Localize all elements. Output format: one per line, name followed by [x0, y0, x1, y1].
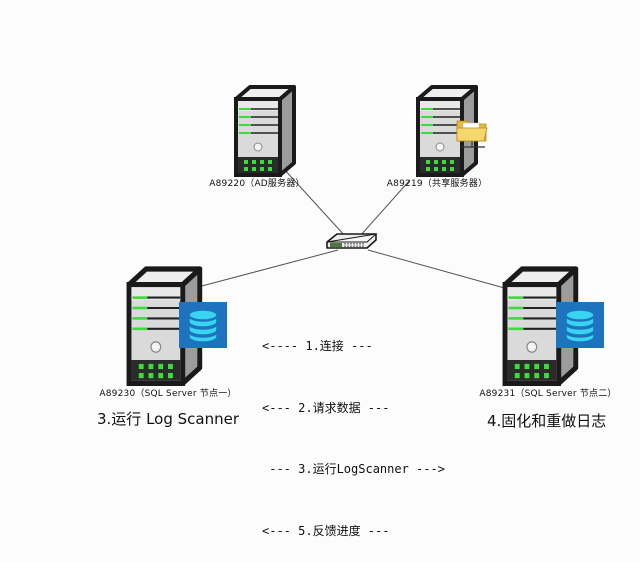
shared-folder-icon: [456, 120, 488, 148]
link-ad-switch: [282, 167, 346, 237]
share-server-label: A89219（共享服务器）: [386, 179, 488, 189]
network-diagram: [0, 85, 605, 452]
database-icon: [178, 301, 228, 349]
step-flow: <---- 1.连接 --- <--- 2.请求数据 --- --- 3.运行L…: [262, 295, 445, 562]
step-request-data: <--- 2.请求数据 ---: [262, 400, 390, 415]
link-switch-sql1: [197, 249, 339, 288]
connections: [197, 167, 509, 290]
caption-run-logscanner: 3.运行 Log Scanner: [97, 410, 240, 428]
link-switch-sql2: [367, 249, 509, 290]
sql-node2-label: A89231（SQL Server 节点二）: [479, 389, 617, 399]
database-icon: [555, 301, 605, 349]
step-run-logscanner: --- 3.运行LogScanner --->: [262, 462, 445, 476]
ad-server-icon[interactable]: [234, 85, 296, 177]
step-connect: <---- 1.连接 ---: [262, 339, 373, 353]
step-report-progress: <--- 5.反馈进度 ---: [262, 523, 390, 538]
caption-persist-redo-log: 4.固化和重做日志: [487, 412, 607, 430]
link-share-switch: [359, 179, 411, 237]
sql-node1-label: A89230（SQL Server 节点一）: [99, 389, 237, 399]
ad-server-label: A89220（AD服务器）: [209, 179, 305, 189]
network-switch-icon[interactable]: [326, 233, 378, 249]
